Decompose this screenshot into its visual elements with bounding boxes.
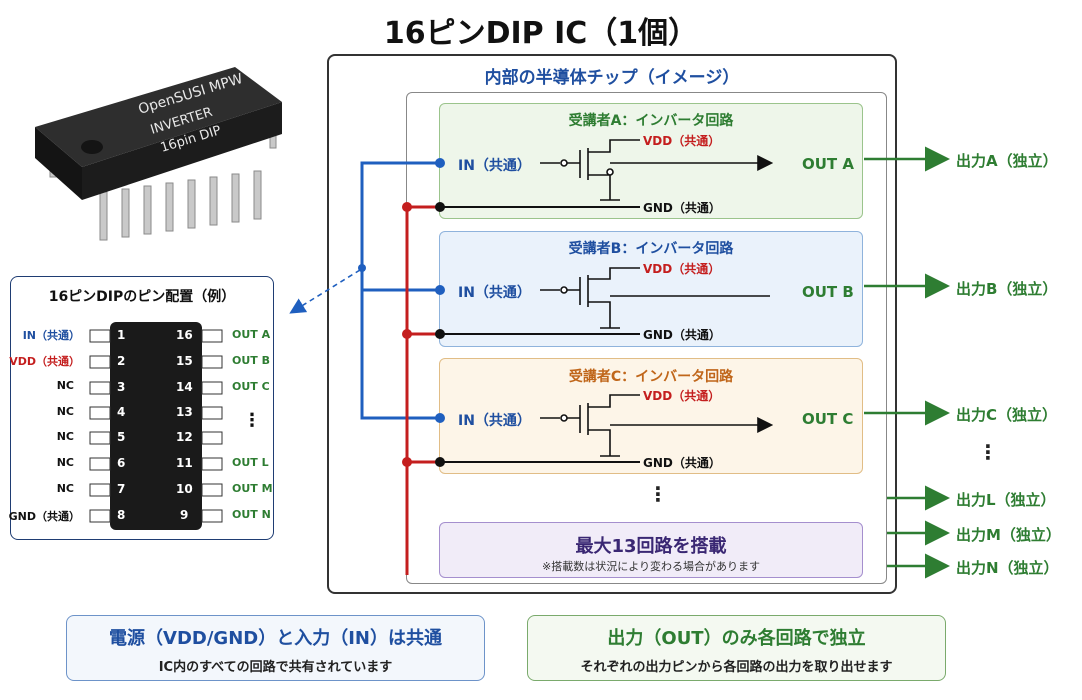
pin-number-12: 12	[176, 430, 193, 444]
pinout-title: 16ピンDIPのピン配置（例）	[48, 289, 236, 305]
output-n-label: 出力N（独立）	[956, 559, 1059, 577]
circuit-b-out-label: OUT B	[802, 283, 854, 301]
max-circuits-title: 最大13回路を搭載	[575, 536, 727, 557]
circuit-c-vdd-label: VDD（共通）	[643, 389, 721, 403]
pin-6-label: NC	[56, 456, 74, 469]
pin-16-label: OUT A	[232, 328, 271, 341]
circuit-ellipsis: ⋮	[648, 482, 668, 506]
circuit-a-out-label: OUT A	[802, 155, 854, 173]
output-b-label: 出力B（独立）	[956, 280, 1058, 298]
gnd-lines	[440, 206, 640, 463]
pin-number-4: 4	[117, 405, 126, 419]
gnd-node-b	[435, 329, 445, 339]
pin-number-5: 5	[117, 430, 126, 444]
circuit-b-vdd-label: VDD（共通）	[643, 262, 721, 276]
chip-outline	[327, 54, 897, 594]
pin-4-label: NC	[56, 405, 74, 418]
circuit-a-title: 受講者A：インバータ回路	[568, 113, 734, 129]
output-l-label: 出力L（独立）	[956, 491, 1056, 509]
pin-number-9: 9	[180, 508, 189, 522]
pin-8-label: GND（共通）	[8, 510, 80, 523]
pin-13-label: ⋮	[243, 410, 261, 431]
pin-1-label: IN（共通）	[22, 329, 80, 342]
chip-title: 内部の半導体チップ（イメージ）	[484, 68, 740, 88]
circuit-c-gnd-label: GND（共通）	[643, 456, 721, 470]
pinout-diagram	[89, 322, 223, 530]
common-info-box	[66, 615, 485, 681]
gnd-node-c	[435, 457, 445, 467]
pin-number-8: 8	[117, 508, 126, 522]
pin-3-label: NC	[56, 379, 74, 392]
inverter-symbol-b	[540, 267, 770, 329]
pin-9-label: OUT N	[232, 508, 271, 521]
vdd-node-3	[402, 457, 412, 467]
vdd-node-1	[402, 202, 412, 212]
pin-number-16: 16	[176, 328, 193, 342]
pin-number-2: 2	[117, 354, 126, 368]
in-node-c	[435, 413, 445, 423]
circuit-c-in-label: IN（共通）	[458, 413, 531, 429]
pin-number-10: 10	[176, 482, 193, 496]
circuit-c-out-label: OUT C	[802, 410, 854, 428]
circuit-c-title: 受講者C：インバータ回路	[568, 369, 734, 385]
circuit-b-gnd-label: GND（共通）	[643, 328, 721, 342]
pin-number-13: 13	[176, 405, 193, 419]
output-m-label: 出力M（独立）	[956, 526, 1061, 544]
circuit-a-box	[439, 103, 863, 219]
pin-7-label: NC	[56, 482, 74, 495]
pin-number-6: 6	[117, 456, 126, 470]
independent-info-title: 出力（OUT）のみ各回路で独立	[607, 628, 866, 649]
pin-number-11: 11	[176, 456, 193, 470]
vdd-node-2	[402, 329, 412, 339]
pin-number-15: 15	[176, 354, 193, 368]
outputs-ellipsis: ⋮	[978, 440, 998, 464]
pin-number-7: 7	[117, 482, 126, 496]
pin-15-label: OUT B	[232, 354, 271, 367]
inverter-symbol-a	[540, 139, 774, 201]
common-info-title: 電源（VDD/GND）と入力（IN）は共通	[109, 628, 442, 649]
circuit-a-in-label: IN（共通）	[458, 158, 531, 174]
pin-5-label: NC	[56, 430, 74, 443]
pin-2-label: VDD（共通）	[9, 355, 80, 368]
pinout-link-arrow	[289, 269, 361, 314]
pin-number-1: 1	[117, 328, 126, 342]
vdd-bus	[405, 205, 440, 575]
pin-14-label: OUT C	[232, 380, 270, 393]
in-node-a	[435, 158, 445, 168]
inverter-symbol-c	[540, 394, 774, 457]
pin-11-label: OUT L	[232, 456, 269, 469]
output-arrows	[864, 146, 950, 579]
in-bus	[360, 161, 440, 420]
circuit-a-vdd-label: VDD（共通）	[643, 134, 721, 148]
max-circuits-note: ※搭載数は状況により変わる場合があります	[542, 560, 760, 573]
circuit-a-gnd-label: GND（共通）	[643, 201, 721, 215]
independent-info-sub: それぞれの出力ピンから各回路の出力を取り出せます	[580, 660, 893, 675]
circuit-b-in-label: IN（共通）	[458, 285, 531, 301]
pin-number-3: 3	[117, 380, 126, 394]
max-circuits-box	[439, 522, 863, 578]
circuit-b-box	[439, 231, 863, 347]
circuit-b-title: 受講者B：インバータ回路	[568, 241, 734, 257]
pin-10-label: OUT M	[232, 482, 273, 495]
pin-number-14: 14	[176, 380, 193, 394]
output-a-label: 出力A（独立）	[956, 152, 1058, 170]
page-title: 16ピンDIP IC（1個）	[383, 16, 699, 51]
output-c-label: 出力C（独立）	[956, 406, 1058, 424]
common-info-sub: IC内のすべての回路で共有されています	[158, 660, 393, 675]
gnd-node-a	[435, 202, 445, 212]
dip-chip-photo: OpenSUSI MPW INVERTER 16pin DIP	[35, 67, 282, 241]
independent-info-box	[527, 615, 946, 681]
in-node-b	[435, 285, 445, 295]
